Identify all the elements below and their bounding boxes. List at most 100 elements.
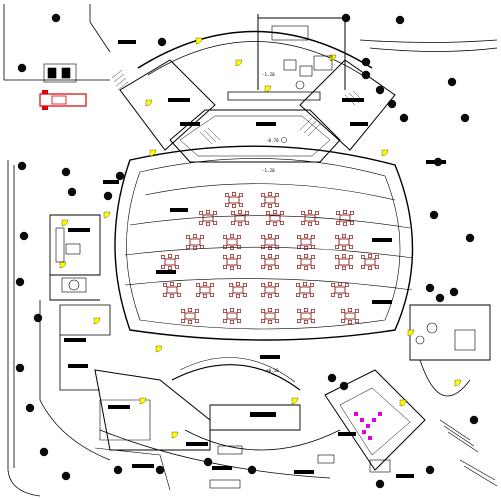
table-icon (261, 282, 279, 298)
chair-icon (261, 265, 265, 269)
table-icon (335, 234, 353, 250)
bottom-fixtures (209, 445, 498, 489)
chair-icon (345, 283, 349, 287)
chair-icon (237, 265, 241, 269)
chair-icon (236, 282, 240, 286)
tree-icon (460, 113, 470, 123)
chair-icon (229, 293, 233, 297)
chair-icon (210, 293, 214, 297)
chair-icon (273, 210, 277, 214)
chair-icon (243, 293, 247, 297)
table-icon (336, 210, 354, 226)
tree-icon (15, 277, 25, 287)
tree-icon (469, 415, 479, 425)
table-icon (297, 308, 315, 324)
tree-icon (387, 99, 397, 109)
chair-icon (193, 246, 197, 250)
table-icon (361, 254, 379, 270)
chair-icon (230, 320, 234, 324)
table-icon (261, 192, 279, 208)
chair-icon (275, 203, 279, 207)
door-swing-icon (195, 37, 203, 45)
chair-icon (177, 283, 181, 287)
table-icon (331, 282, 349, 298)
chair-icon (342, 266, 346, 270)
tree-icon (341, 13, 351, 23)
tree-icon (425, 465, 435, 475)
chair-icon (368, 254, 372, 258)
chair-icon (195, 309, 199, 313)
chair-icon (230, 266, 234, 270)
chair-icon (175, 265, 179, 269)
chair-icon (239, 193, 243, 197)
tree-icon (103, 191, 113, 201)
tree-icon (19, 231, 29, 241)
door-swing-icon (103, 211, 111, 219)
chair-icon (280, 221, 284, 225)
chair-icon (237, 255, 241, 259)
tree-icon (433, 157, 443, 167)
chair-icon (304, 246, 308, 250)
chair-icon (304, 308, 308, 312)
chair-icon (261, 245, 265, 249)
level-label-hall: -1.20 (262, 168, 275, 173)
chair-icon (304, 266, 308, 270)
chair-icon (238, 222, 242, 226)
chair-icon (232, 192, 236, 196)
landscape-trees (15, 13, 479, 489)
chair-icon (200, 245, 204, 249)
chair-icon (341, 319, 345, 323)
tree-icon (327, 373, 337, 383)
door-swing-icon (145, 99, 153, 107)
chair-icon (275, 283, 279, 287)
chair-icon (261, 193, 265, 197)
chair-icon (170, 282, 174, 286)
tree-icon (429, 210, 439, 220)
chair-icon (199, 211, 203, 215)
tree-icon (115, 171, 125, 181)
door-swing-icon (155, 345, 163, 353)
chair-icon (261, 255, 265, 259)
chair-icon (311, 255, 315, 259)
chair-icon (237, 245, 241, 249)
chair-icon (375, 265, 379, 269)
level-marker-icon (281, 137, 287, 143)
chair-icon (196, 283, 200, 287)
chair-icon (275, 319, 279, 323)
chair-icon (342, 246, 346, 250)
tree-icon (113, 465, 123, 475)
chair-icon (350, 211, 354, 215)
tree-icon (361, 57, 371, 67)
chair-icon (349, 235, 353, 239)
chair-icon (230, 234, 234, 238)
tree-icon (435, 293, 445, 303)
door-swing-icon (59, 261, 67, 269)
chair-icon (268, 320, 272, 324)
chair-icon (266, 221, 270, 225)
chair-icon (181, 319, 185, 323)
chair-icon (297, 309, 301, 313)
chair-icon (345, 293, 349, 297)
tree-icon (155, 465, 165, 475)
table-icon (223, 308, 241, 324)
tree-icon (25, 403, 35, 413)
tree-icon (361, 70, 371, 80)
chair-icon (177, 293, 181, 297)
door-swing-icon (399, 399, 407, 407)
building-walls (39, 14, 491, 491)
tree-icon (203, 457, 213, 467)
table-icon (199, 210, 217, 226)
chair-icon (338, 294, 342, 298)
chair-icon (275, 293, 279, 297)
chair-icon (213, 221, 217, 225)
chair-icon (206, 222, 210, 226)
table-icon (335, 254, 353, 270)
chair-icon (261, 235, 265, 239)
chair-icon (308, 210, 312, 214)
chair-icon (181, 309, 185, 313)
table-icon (261, 308, 279, 324)
chair-icon (186, 245, 190, 249)
chair-icon (315, 211, 319, 215)
chair-icon (237, 235, 241, 239)
